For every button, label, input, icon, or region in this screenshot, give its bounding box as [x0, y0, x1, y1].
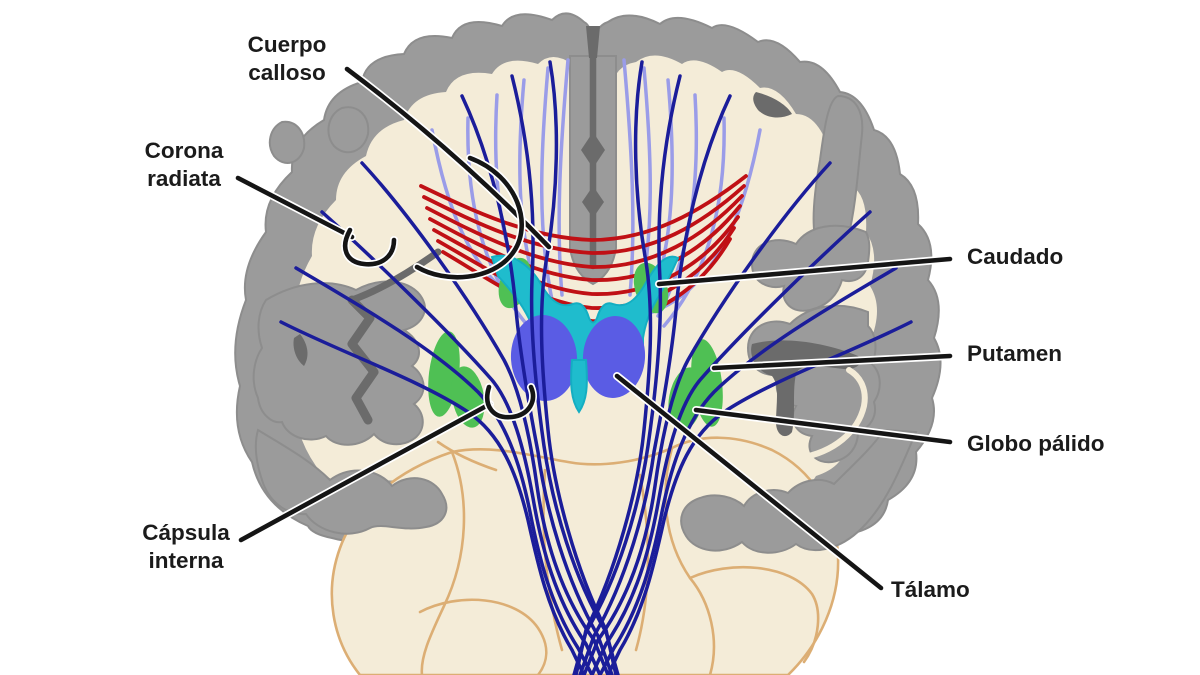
clasp-capsula-interna [485, 384, 536, 420]
internal-capsule-fibers [279, 60, 913, 675]
deep-structures [490, 254, 680, 414]
left-top-gyrus-2 [327, 106, 370, 154]
red-fiber [432, 215, 740, 296]
light-fiber [622, 58, 635, 297]
fissure-diamond-1 [581, 132, 605, 168]
leader-corona-radiata [235, 175, 355, 240]
navy-fiber [360, 161, 610, 675]
right-top-slit [753, 92, 792, 118]
navy-fiber [590, 210, 872, 675]
label-caudado: Caudado [967, 244, 1064, 269]
leader-globo-palido [693, 407, 953, 445]
left-middle-sulcus-mass [252, 280, 426, 446]
label-cuerpo-calloso: Cuerpo calloso [207, 31, 367, 87]
label-line: interna [148, 548, 224, 573]
navy-fiber [574, 60, 653, 675]
left-top-gyrus-1 [268, 120, 306, 164]
label-line: calloso [248, 60, 326, 85]
brainstem-loop-left [418, 598, 548, 675]
label-talamo: Tálamo [891, 577, 970, 602]
label-line: Corona [144, 138, 224, 163]
fissure-diamond-2 [582, 186, 604, 218]
navy-fiber [279, 320, 586, 675]
navy-fiber [572, 74, 682, 675]
leader-talamo [614, 373, 884, 591]
navy-fiber [539, 60, 618, 675]
leader-caudado [656, 256, 953, 287]
left-rim-slit [293, 334, 308, 366]
light-fiber [662, 116, 726, 328]
red-fiber [419, 174, 748, 242]
light-fiber [557, 58, 570, 297]
navy-fiber [578, 94, 732, 675]
leader-capsula-interna [238, 401, 493, 543]
label-globo-palido: Globo pálido [967, 431, 1105, 456]
navy-fiber [598, 266, 898, 675]
label-corona-radiata: Corona radiata [104, 137, 264, 193]
label-putamen: Putamen [967, 341, 1063, 366]
leader-putamen [711, 353, 953, 371]
brainstem-line-center-left [542, 468, 564, 652]
peduncle-arc-left [436, 440, 498, 472]
navy-fiber [294, 266, 594, 675]
lateral-fissure-curve [797, 367, 868, 461]
brainstem-loop-right [688, 565, 820, 664]
right-bottom-gyri [680, 428, 918, 554]
sulci-gray-matter [252, 92, 881, 464]
navy-fiber [510, 74, 620, 675]
brainstem-fold-left [420, 450, 466, 675]
label-line: radiata [147, 166, 221, 191]
thalamus-right [582, 316, 646, 398]
red-fiber [425, 194, 744, 269]
label-capsula-interna: Cápsula interna [106, 519, 266, 575]
red-fiber [422, 184, 746, 255]
label-line: Cuerpo [247, 32, 327, 57]
label-line: Cápsula [142, 520, 230, 545]
clasp-corpus-callosum [414, 155, 524, 280]
red-fiber [428, 204, 742, 282]
annotations [234, 65, 954, 592]
clasp-corona-radiata [342, 227, 397, 267]
fissure-top-notch [586, 26, 600, 58]
third-ventricle-stem [570, 359, 588, 414]
navy-fiber [582, 161, 832, 675]
